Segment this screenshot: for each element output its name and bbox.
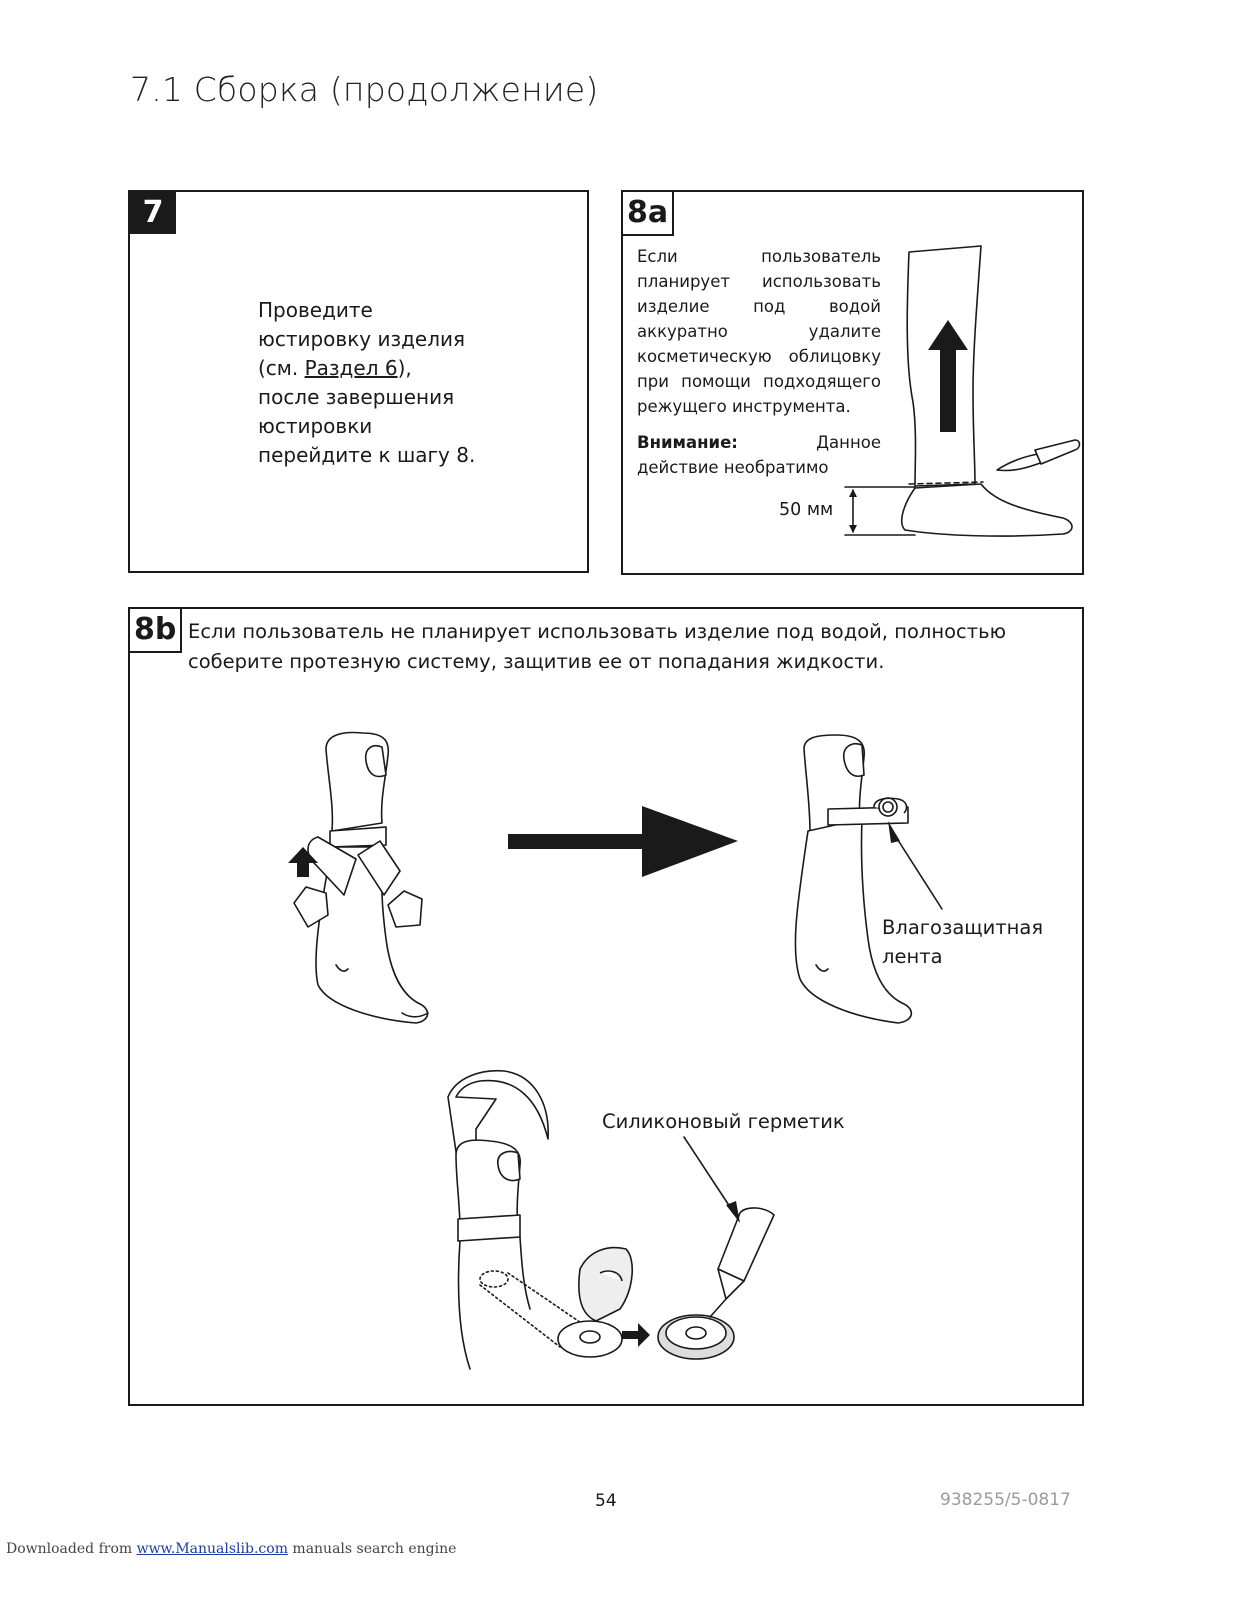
step-8a-panel: 8a Если пользователь планирует использов… <box>621 190 1084 575</box>
tape-label: Влагозащитная лента <box>882 913 1043 971</box>
step-7-ref-line: (см. Раздел 6), <box>258 354 475 383</box>
step-8b-instructions: Если пользователь не планирует использов… <box>188 617 1006 677</box>
step-7-line: юстировку изделия <box>258 327 466 351</box>
ref-suffix: ), <box>397 356 412 380</box>
sealant-illustration <box>447 1069 775 1370</box>
cosmetic-cover-illustration <box>844 245 1081 537</box>
footer-suffix: manuals search engine <box>287 1541 457 1557</box>
step-7-line: юстировки <box>258 414 373 438</box>
tape-label-line: Влагозащитная <box>882 916 1044 939</box>
sealant-label: Силиконовый герметик <box>602 1110 845 1133</box>
step-8a-warning: Внимание: Данное действие необратимо <box>637 430 881 480</box>
step-7-line: после завершения <box>258 385 455 409</box>
section-6-link[interactable]: Раздел 6 <box>304 356 398 380</box>
step-8b-line: соберите протезную систему, защитив ее о… <box>188 650 885 673</box>
step-8a-instructions: Если пользователь планирует использовать… <box>637 247 881 416</box>
assembly-illustrations <box>288 731 943 1370</box>
warning-label: Внимание: <box>637 433 738 452</box>
step-8a-badge: 8a <box>623 192 675 236</box>
right-leg-illustration <box>794 734 943 1024</box>
knife-icon <box>996 439 1081 472</box>
tape-label-line: лента <box>882 945 943 968</box>
step-7-badge: 7 <box>130 192 176 234</box>
step-7-line: Проведите <box>258 298 373 322</box>
warning-text: Данное действие необратимо <box>637 433 881 477</box>
left-leg-illustration <box>288 731 429 1024</box>
step-8b-line: Если пользователь не планирует использов… <box>188 620 1007 643</box>
step-7-instructions: Проведите юстировку изделия (см. Раздел … <box>258 296 475 470</box>
footer-prefix: Downloaded from <box>6 1541 137 1557</box>
page-title: 7.1 Сборка (продолжение) <box>130 70 599 109</box>
ref-prefix: (см. <box>258 356 305 380</box>
step-8b-badge: 8b <box>130 609 183 653</box>
up-arrow-icon <box>928 320 968 432</box>
right-arrow-icon <box>508 806 738 877</box>
page-number: 54 <box>595 1491 617 1511</box>
download-footer: Downloaded from www.Manualslib.com manua… <box>6 1541 456 1557</box>
step-7-panel: 7 Проведите юстировку изделия (см. Разде… <box>128 190 589 573</box>
manualslib-link[interactable]: www.Manualslib.com <box>136 1541 288 1557</box>
step-8b-panel: 8b Если пользователь не планирует исполь… <box>128 607 1084 1406</box>
document-code: 938255/5-0817 <box>940 1490 1071 1510</box>
step-7-line: перейдите к шагу 8. <box>258 443 476 467</box>
dimension-label: 50 мм <box>779 500 834 520</box>
